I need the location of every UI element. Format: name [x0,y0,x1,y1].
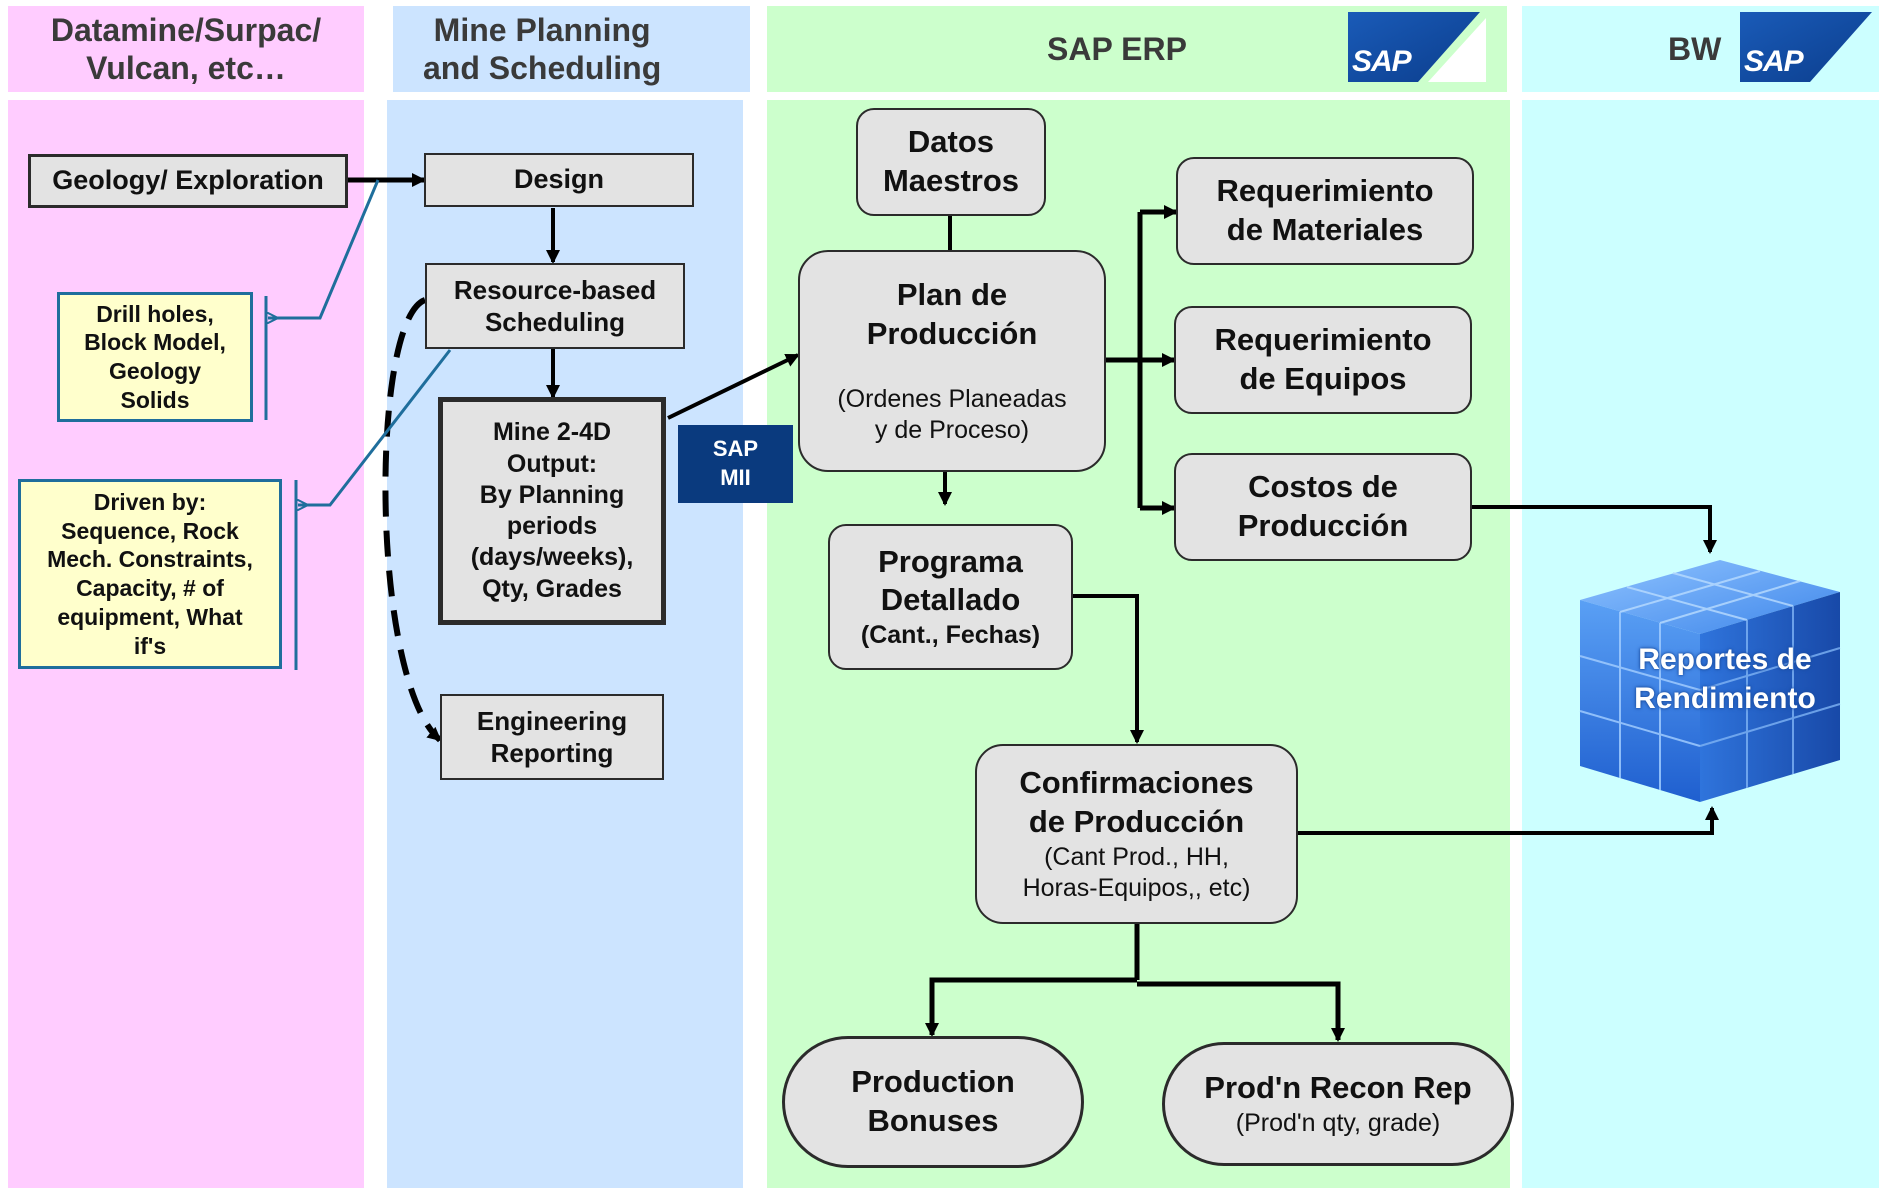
node-datos-maestros[interactable]: Datos Maestros [856,108,1046,216]
sap-logo-erp-shape [1348,12,1486,82]
node-geology-exploration[interactable]: Geology/ Exploration [28,154,348,208]
node-engineering-reporting[interactable]: Engineering Reporting [440,694,664,780]
confirmaciones-title: Confirmaciones de Producción [1019,765,1254,839]
node-design[interactable]: Design [424,153,694,207]
node-costos-produccion[interactable]: Costos de Producción [1174,453,1472,561]
node-drill-holes[interactable]: Drill holes, Block Model, Geology Solids [57,292,253,422]
node-confirmaciones-produccion[interactable]: Confirmaciones de Producción (Cant Prod.… [975,744,1298,924]
sap-logo-bw: SAP [1740,12,1880,82]
prodn-recon-detail: (Prod'n qty, grade) [1235,1108,1441,1137]
node-requerimiento-equipos[interactable]: Requerimiento de Equipos [1174,306,1472,414]
node-resource-scheduling[interactable]: Resource-based Scheduling [425,263,685,349]
node-production-bonuses[interactable]: Production Bonuses [782,1036,1084,1168]
reportes-rendimiento-label: Reportes de Rendimiento [1634,643,1816,715]
lane-header-mine-planning: Mine Planning and Scheduling [393,6,750,92]
sap-mii-text: SAP MII [712,436,759,490]
programa-detallado-detail: (Cant., Fechas) [860,621,1041,650]
sap-mii-badge: SAP MII [678,425,793,503]
programa-detallado-title: Programa Detallado [878,543,1023,618]
node-driven-by[interactable]: Driven by: Sequence, Rock Mech. Constrai… [18,479,282,669]
sap-logo-bw-shape [1740,12,1878,82]
plan-produccion-title: Plan de Producción [866,277,1038,351]
confirmaciones-detail: (Cant Prod., HH, Horas-Equipos,, etc) [1022,842,1251,902]
sap-logo-erp-text: SAP [1352,45,1412,78]
lane-title-sap-erp: SAP ERP [1047,30,1187,67]
sap-logo-erp: SAP [1348,12,1488,82]
node-programa-detallado[interactable]: Programa Detallado (Cant., Fechas) [828,524,1073,670]
node-requerimiento-materiales[interactable]: Requerimiento de Materiales [1176,157,1474,265]
node-plan-produccion[interactable]: Plan de Producción (Ordenes Planeadas y … [798,250,1106,472]
node-prodn-recon-rep[interactable]: Prod'n Recon Rep (Prod'n qty, grade) [1162,1042,1514,1166]
node-mine-output[interactable]: Mine 2-4D Output: By Planning periods (d… [438,397,666,625]
lane-title-bw: BW [1668,30,1722,67]
prodn-recon-title: Prod'n Recon Rep [1204,1070,1472,1105]
plan-produccion-detail: (Ordenes Planeadas y de Proceso) [837,384,1067,444]
sap-logo-bw-text: SAP [1744,45,1804,78]
lane-header-datamine: Datamine/Surpac/ Vulcan, etc… [8,6,364,92]
